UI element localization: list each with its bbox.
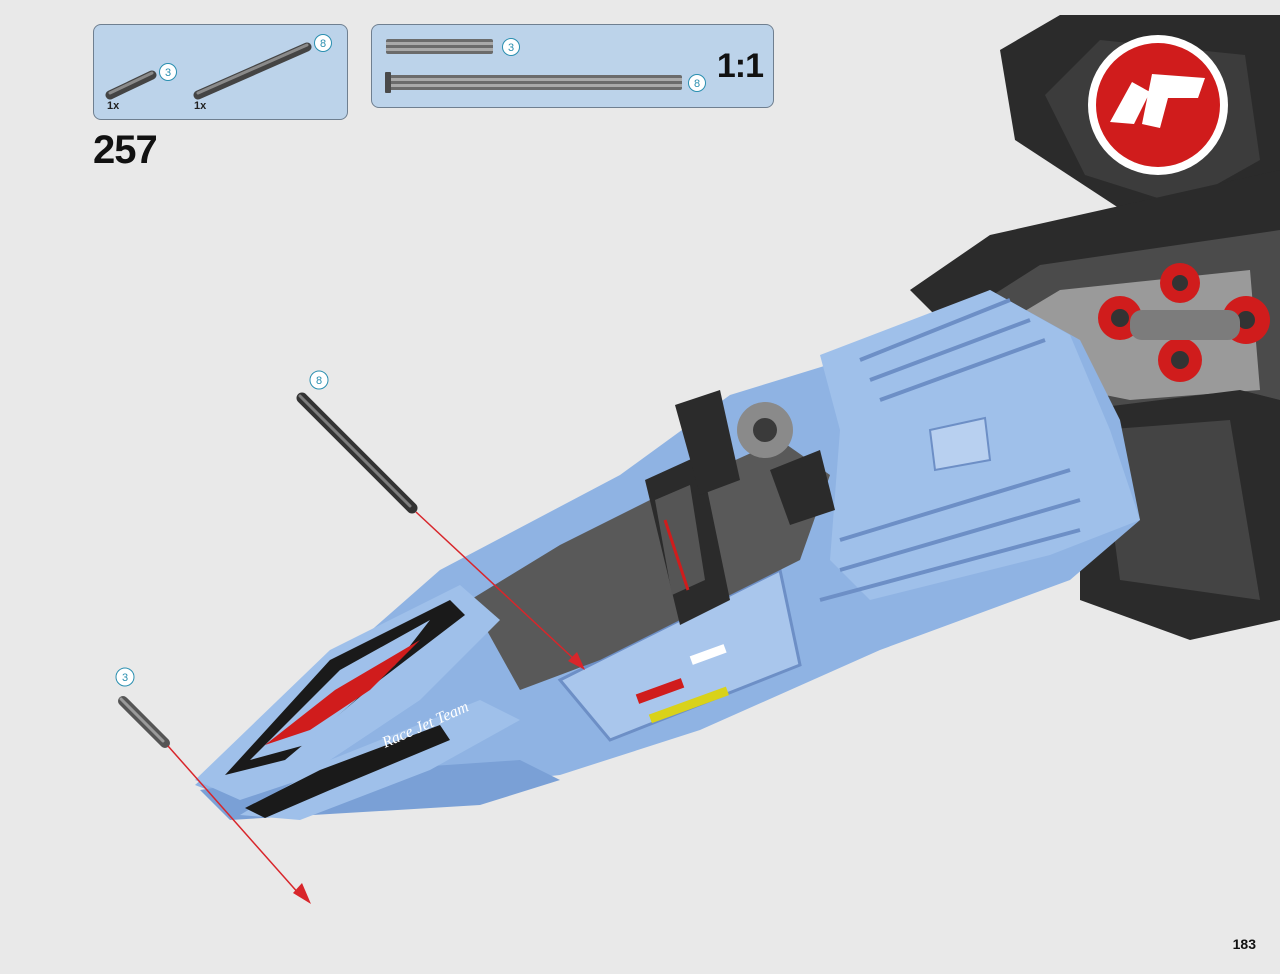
parts-callout: 3 8 1x 1x xyxy=(93,24,348,120)
axle-3-part xyxy=(105,70,157,100)
axle-3-scale-badge: 3 xyxy=(502,38,520,56)
parts-callout-art xyxy=(105,42,312,100)
axle-8-scale-part xyxy=(385,72,682,93)
scale-callout-art xyxy=(385,39,682,93)
axle-8-insert xyxy=(296,392,585,670)
scale-label: 1:1 xyxy=(716,47,764,85)
axle-8-scale-badge: 8 xyxy=(688,74,706,92)
axle-8-length-badge: 8 xyxy=(314,34,332,52)
svg-text:8: 8 xyxy=(316,375,322,387)
axle-8-quantity: 1x xyxy=(194,100,207,112)
cockpit xyxy=(470,390,835,690)
page-number: 183 xyxy=(1232,936,1256,952)
axle-8-part xyxy=(193,42,312,100)
axle-3-insert xyxy=(118,696,311,904)
axle-8-direction-line xyxy=(415,511,576,661)
axle-8-callout-label: 8 xyxy=(309,370,329,390)
axle-3-quantity: 1x xyxy=(107,100,120,112)
axle-3-scale-part xyxy=(386,39,493,54)
axle-8-arrowhead xyxy=(568,652,585,670)
axle-3-length-badge: 3 xyxy=(159,63,177,81)
svg-text:3: 3 xyxy=(122,672,128,684)
axle-3-callout-label: 3 xyxy=(115,667,135,687)
axle-3-direction-line xyxy=(167,745,301,896)
nose-cone: Race Jet Team xyxy=(195,585,520,820)
axle-3-arrowhead xyxy=(293,883,311,904)
scale-callout: 3 8 1:1 xyxy=(371,24,774,108)
step-number: 257 xyxy=(93,128,158,172)
